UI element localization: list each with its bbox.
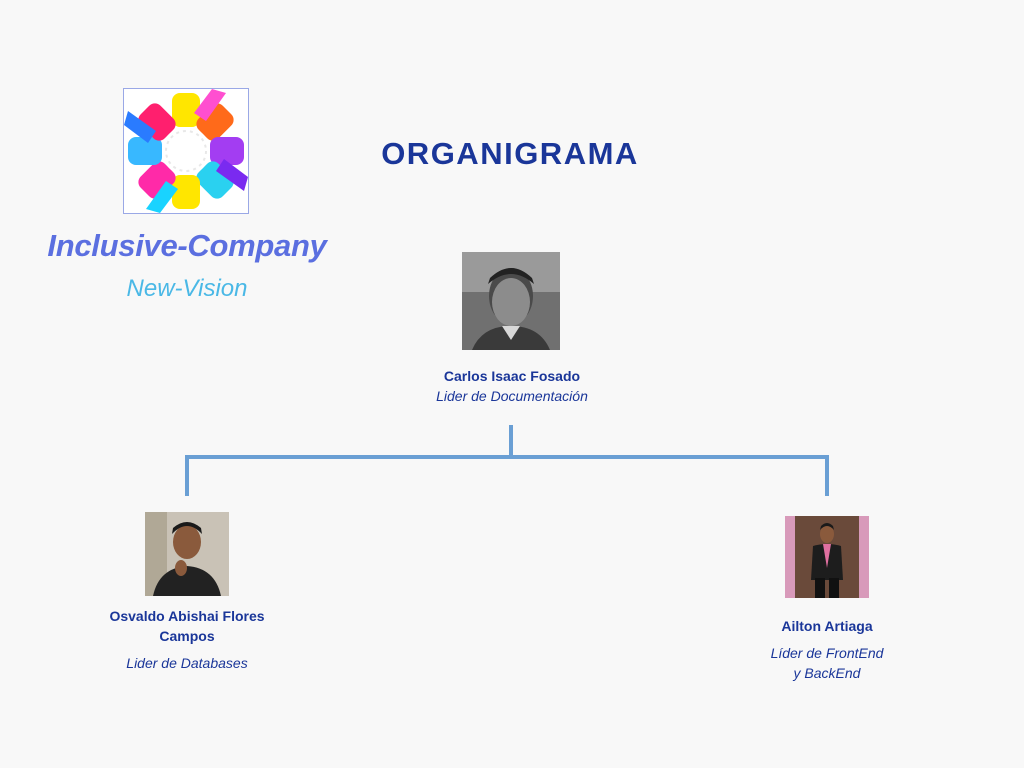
ailton-role: Líder de FrontEnd y BackEnd [770, 645, 884, 681]
hands-circle-logo-icon [124, 89, 248, 213]
osvaldo-name: Osvaldo Abishai Flores Campos [109, 608, 265, 644]
ailton-photo [785, 516, 869, 598]
ailton-name: Ailton Artiaga [781, 618, 873, 634]
person-photo-icon [145, 512, 229, 596]
company-logo [123, 88, 249, 214]
osvaldo-photo [145, 512, 229, 596]
person-photo-icon [462, 252, 560, 350]
page-title: ORGANIGRAMA [381, 136, 639, 171]
carlos-name: Carlos Isaac Fosado [443, 368, 581, 384]
carlos-role: Lider de Documentación [436, 388, 588, 404]
osvaldo-role: Lider de Databases [126, 655, 248, 671]
brand-name: Inclusive-Company [47, 228, 327, 263]
person-photo-icon [785, 516, 869, 598]
brand-tagline: New-Vision [126, 275, 248, 302]
carlos-photo [462, 252, 560, 350]
